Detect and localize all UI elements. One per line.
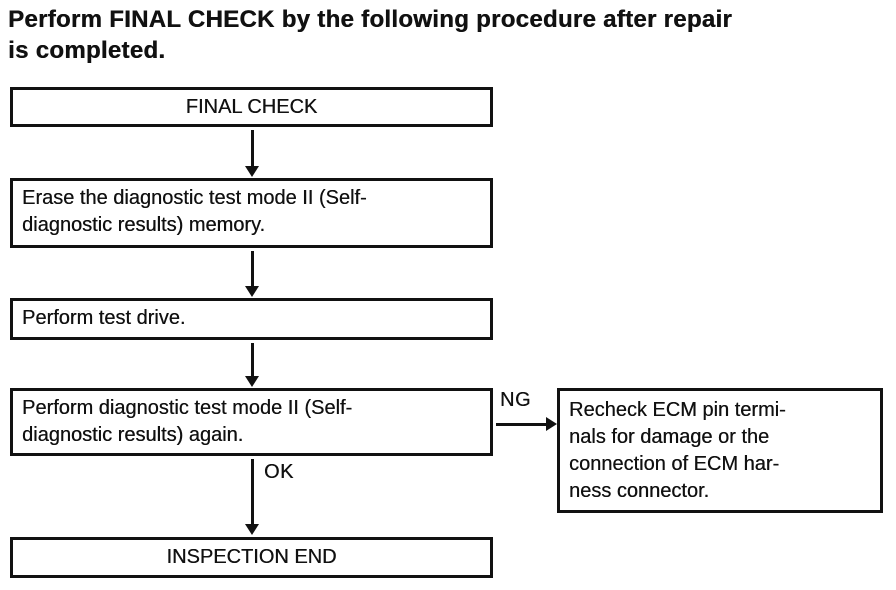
flow-box-test-drive: Perform test drive. [10,298,493,340]
flow-box-recheck-ecm-line-4: ness connector. [569,480,710,502]
flow-box-final-check: FINAL CHECK [10,87,493,127]
flow-box-diagnose-again-line-2: diagnostic results) again. [22,424,244,446]
arrow-final-check-to-erase [244,130,260,177]
arrowhead-right-icon [546,416,557,431]
flow-box-erase-memory-line-2: diagnostic results) memory. [22,214,266,236]
edge-label-ng: NG [500,389,531,411]
flow-box-inspection-end: INSPECTION END [10,537,493,578]
arrow-shaft [250,130,254,168]
heading-line-2: is completed. [8,37,166,64]
arrowhead-down-icon [244,286,259,297]
arrow-shaft [250,343,254,378]
page-heading: Perform FINAL CHECK by the following pro… [8,4,892,66]
flow-box-recheck-ecm-line-1: Recheck ECM pin termi- [569,399,786,421]
arrow-test-drive-to-diagnose [244,343,260,387]
flow-box-test-drive-label: Perform test drive. [22,307,186,329]
arrowhead-down-icon [244,524,259,535]
arrowhead-down-icon [244,166,259,177]
arrow-shaft [496,422,548,426]
flow-box-recheck-ecm-line-2: nals for damage or the [569,426,770,448]
edge-label-ok: OK [264,461,294,483]
arrow-erase-to-test-drive [244,251,260,297]
flow-box-inspection-end-label: INSPECTION END [166,546,337,568]
flow-box-erase-memory-line-1: Erase the diagnostic test mode II (Self- [22,187,367,209]
flow-box-recheck-ecm: Recheck ECM pin termi- nals for damage o… [557,388,883,513]
flow-box-diagnose-again: Perform diagnostic test mode II (Self- d… [10,388,493,456]
arrow-shaft [250,459,254,526]
arrowhead-down-icon [244,376,259,387]
arrow-ok-to-inspection-end [244,459,260,535]
arrow-shaft [250,251,254,288]
arrow-ng-to-recheck [496,416,557,432]
flow-box-recheck-ecm-line-3: connection of ECM har- [569,453,780,475]
flow-box-diagnose-again-line-1: Perform diagnostic test mode II (Self- [22,397,353,419]
flow-box-final-check-label: FINAL CHECK [185,95,318,118]
heading-line-1: Perform FINAL CHECK by the following pro… [8,6,733,33]
flow-box-erase-memory: Erase the diagnostic test mode II (Self-… [10,178,493,248]
